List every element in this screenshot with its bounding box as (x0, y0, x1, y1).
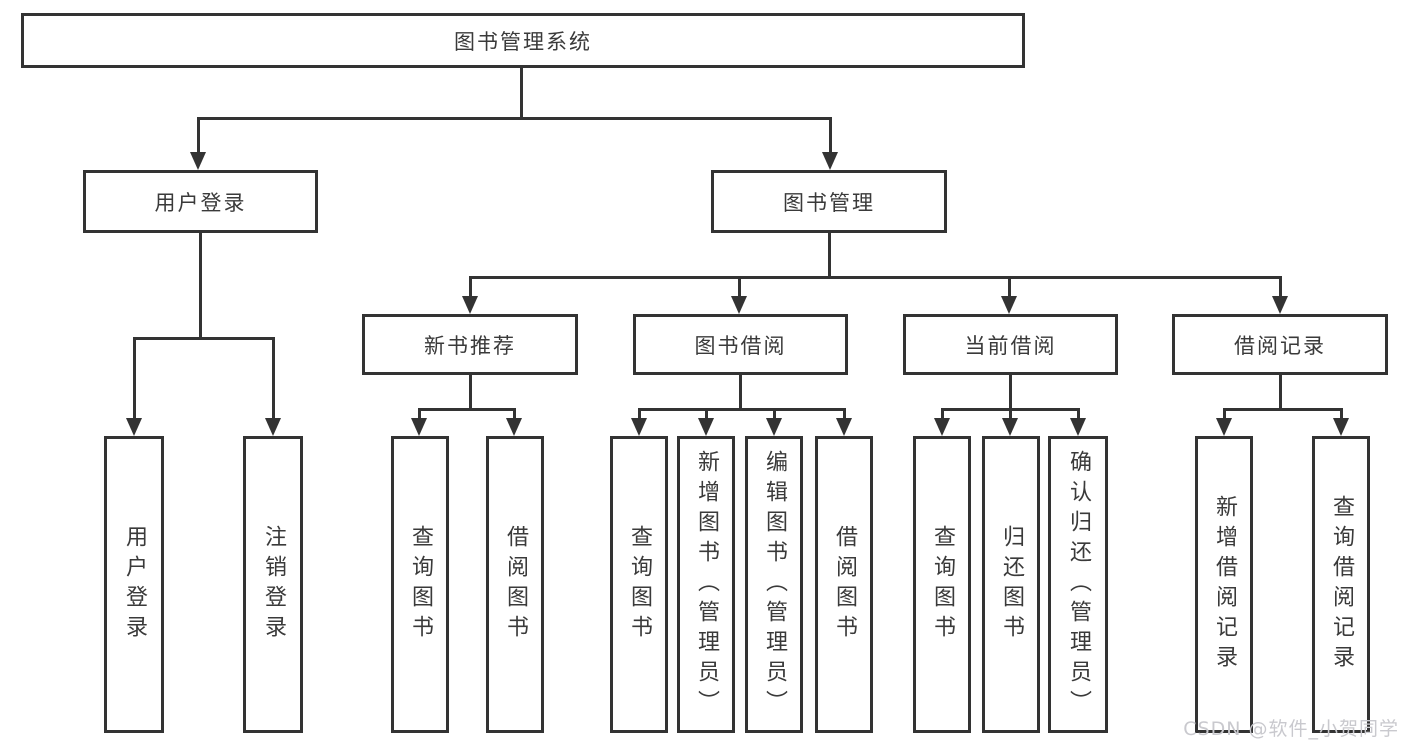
arrow-down-icon (731, 296, 747, 314)
node-book-borrowing: 图书借阅 (633, 314, 848, 375)
arrow-down-icon (1333, 418, 1349, 436)
arrow-down-icon (934, 418, 950, 436)
node-user-login: 用户登录 (83, 170, 318, 233)
arrow-down-icon (126, 418, 142, 436)
leaf-add-books-admin: 新增图书（管理员） (677, 436, 735, 733)
leaf-logout: 注销登录 (243, 436, 303, 733)
connector-line (638, 408, 846, 411)
connector-line (418, 408, 516, 411)
connector-line (739, 375, 742, 411)
leaf-user-login: 用户登录 (104, 436, 164, 733)
leaf-add-borrow-record: 新增借阅记录 (1195, 436, 1253, 733)
connector-line (1279, 276, 1282, 299)
leaf-borrow-books-recommend: 借阅图书 (486, 436, 544, 733)
arrow-down-icon (1070, 418, 1086, 436)
leaf-query-books-recommend: 查询图书 (391, 436, 449, 733)
arrow-down-icon (836, 418, 852, 436)
connector-line (1223, 408, 1343, 411)
arrow-down-icon (1001, 296, 1017, 314)
connector-line (1009, 375, 1012, 411)
leaf-edit-books-admin: 编辑图书（管理员） (745, 436, 803, 733)
connector-line (738, 276, 741, 299)
connector-line (828, 233, 831, 279)
connector-line (133, 337, 136, 420)
connector-line (638, 408, 641, 422)
connector-line (520, 68, 523, 120)
connector-line (513, 408, 516, 422)
connector-line (469, 276, 1282, 279)
arrow-down-icon (631, 418, 647, 436)
connector-line (272, 337, 275, 420)
connector-line (941, 408, 944, 422)
connector-line (1223, 408, 1226, 422)
node-library-management-system: 图书管理系统 (21, 13, 1025, 68)
arrow-down-icon (1272, 296, 1288, 314)
node-book-management: 图书管理 (711, 170, 947, 233)
arrow-down-icon (822, 152, 838, 170)
node-new-book-recommendation: 新书推荐 (362, 314, 578, 375)
connector-line (773, 408, 776, 422)
connector-line (1279, 375, 1282, 411)
leaf-query-books-current: 查询图书 (913, 436, 971, 733)
connector-line (1340, 408, 1343, 422)
connector-line (705, 408, 708, 422)
node-current-borrowing: 当前借阅 (903, 314, 1118, 375)
connector-line (197, 117, 831, 120)
arrow-down-icon (462, 296, 478, 314)
leaf-query-books-borrowing: 查询图书 (610, 436, 668, 733)
csdn-watermark: CSDN @软件_小贺同学 (1183, 718, 1399, 740)
connector-line (469, 276, 472, 299)
connector-line (199, 233, 202, 340)
connector-line (418, 408, 421, 422)
arrow-down-icon (411, 418, 427, 436)
connector-line (133, 337, 275, 340)
connector-line (1077, 408, 1080, 422)
connector-line (197, 117, 200, 155)
arrow-down-icon (265, 418, 281, 436)
connector-line (469, 375, 472, 411)
leaf-return-books: 归还图书 (982, 436, 1040, 733)
arrow-down-icon (698, 418, 714, 436)
arrow-down-icon (1002, 418, 1018, 436)
connector-line (1009, 408, 1012, 422)
leaf-query-borrow-record: 查询借阅记录 (1312, 436, 1370, 733)
arrow-down-icon (190, 152, 206, 170)
arrow-down-icon (506, 418, 522, 436)
leaf-confirm-return-admin: 确认归还（管理员） (1048, 436, 1108, 733)
leaf-borrow-books: 借阅图书 (815, 436, 873, 733)
connector-line (829, 117, 832, 155)
node-borrowing-records: 借阅记录 (1172, 314, 1388, 375)
connector-line (1008, 276, 1011, 299)
connector-line (843, 408, 846, 422)
arrow-down-icon (1216, 418, 1232, 436)
arrow-down-icon (766, 418, 782, 436)
